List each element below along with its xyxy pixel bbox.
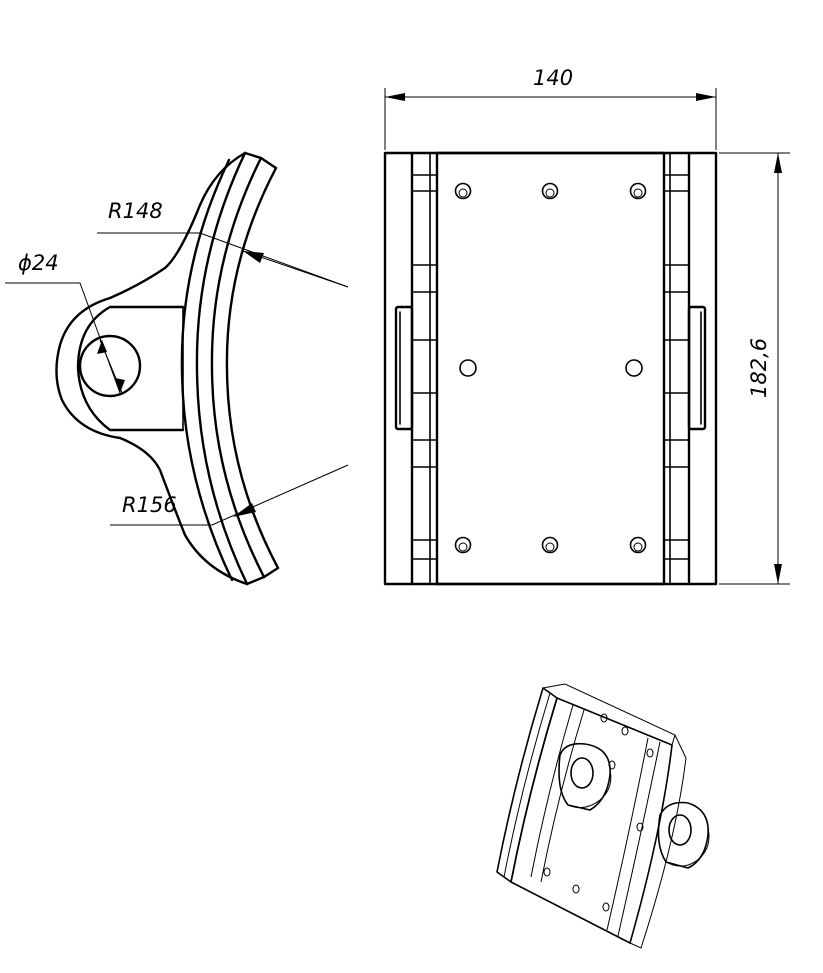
shoe-outline (383, 151, 718, 586)
inner-radius-label: R148 (108, 199, 163, 223)
width-label: 140 (533, 66, 573, 90)
shoe-arc (180, 158, 234, 582)
iso-rivet-holes (543, 713, 654, 912)
iso-lower-lug (657, 801, 709, 869)
side-view: ϕ24 R148 R156 (5, 151, 349, 586)
lining-bottom-cap (245, 566, 280, 586)
left-web-ribs (411, 174, 438, 560)
iso-upper-lug (558, 742, 611, 811)
isometric-view (496, 683, 710, 949)
height-label: 182,6 (747, 338, 771, 398)
hole-diameter-label: ϕ24 (18, 251, 59, 275)
width-dimension: 140 (384, 66, 717, 150)
lining-top-cap (243, 151, 278, 170)
pin-hole (78, 334, 142, 398)
right-web-ribs (663, 174, 690, 560)
outer-radius-label: R156 (122, 493, 177, 517)
rivet-holes (454, 182, 647, 554)
lining-plate (435, 151, 666, 586)
height-dimension: 182,6 (719, 152, 790, 585)
shoe-web-outline (55, 151, 249, 586)
lining-inner-arc (195, 151, 249, 586)
left-pin-boss (394, 305, 414, 431)
iso-plate (510, 697, 673, 944)
front-view: 140 182,6 (383, 66, 790, 586)
pin-boss (76, 305, 185, 432)
right-pin-boss (687, 305, 707, 431)
